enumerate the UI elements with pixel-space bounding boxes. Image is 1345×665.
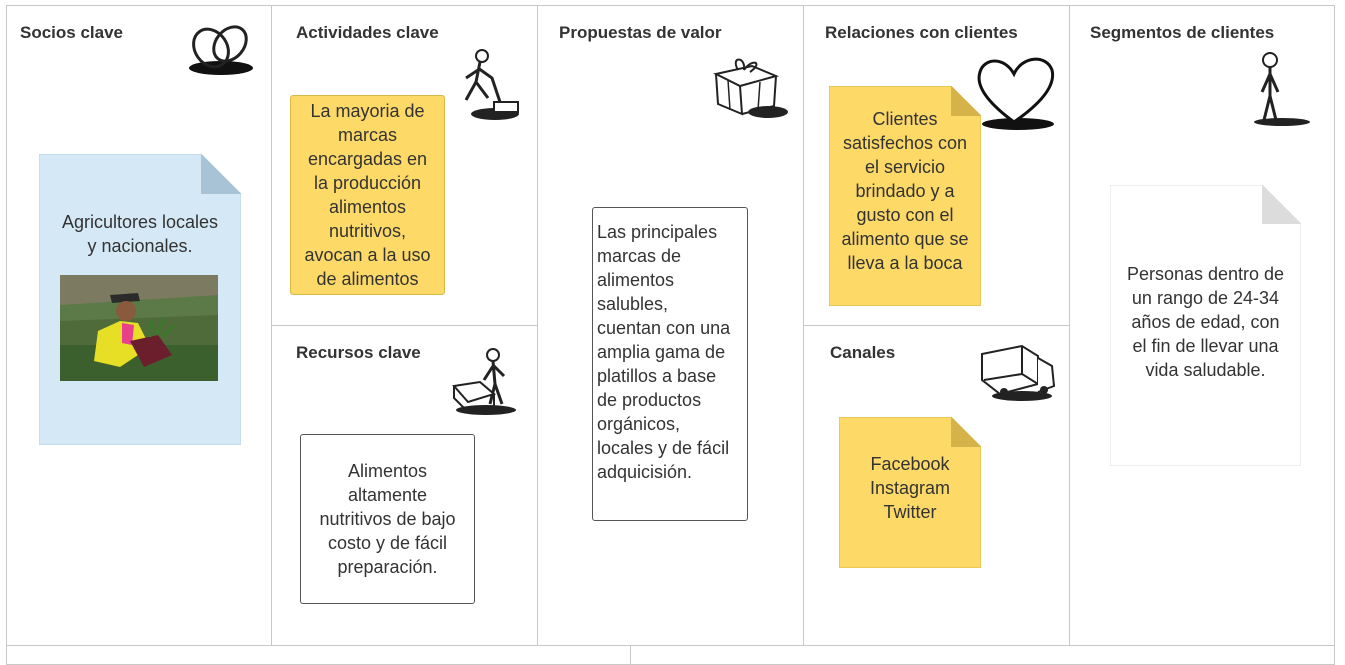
segmentos-clientes-title: Segmentos de clientes — [1090, 23, 1275, 42]
segmentos-clientes-text: Personas dentro de un rango de 24-34 año… — [1126, 264, 1285, 380]
person-with-cart-icon — [450, 346, 520, 426]
socios-clave-note: Agricultores locales y nacionales. — [39, 154, 241, 445]
relaciones-clientes-note: Clientes satisfechos con el servicio bri… — [829, 86, 981, 306]
recursos-clave-title: Recursos clave — [296, 343, 421, 362]
linked-rings-icon — [183, 16, 258, 78]
standing-person-icon — [1250, 50, 1312, 130]
canales-note: Facebook Instagram Twitter — [839, 417, 981, 568]
actividades-clave-note: La mayoria de marcas encargadas en la pr… — [290, 95, 445, 295]
person-working-icon — [450, 46, 522, 126]
canales-text: Facebook Instagram Twitter — [869, 454, 951, 522]
propuestas-valor-note: Las principales marcas de alimentos salu… — [592, 207, 748, 521]
heart-icon — [974, 54, 1056, 132]
socios-clave-text: Agricultores locales y nacionales. — [61, 212, 219, 256]
actividades-clave-title: Actividades clave — [296, 23, 439, 42]
recursos-clave-note: Alimentos altamente nutritivos de bajo c… — [300, 434, 475, 604]
gift-box-icon — [712, 56, 790, 126]
socios-clave-title: Socios clave — [20, 23, 124, 42]
propuestas-valor-title: Propuestas de valor — [559, 23, 722, 42]
relaciones-clientes-text: Clientes satisfechos con el servicio bri… — [841, 109, 969, 273]
relaciones-clientes-title: Relaciones con clientes — [825, 23, 1018, 42]
canales-title: Canales — [830, 343, 896, 362]
delivery-truck-icon — [978, 344, 1058, 406]
segmentos-clientes-note: Personas dentro de un rango de 24-34 año… — [1110, 185, 1301, 466]
costos-cell — [6, 645, 631, 665]
ingresos-cell — [630, 645, 1335, 665]
farmer-harvest-photo — [60, 275, 218, 381]
